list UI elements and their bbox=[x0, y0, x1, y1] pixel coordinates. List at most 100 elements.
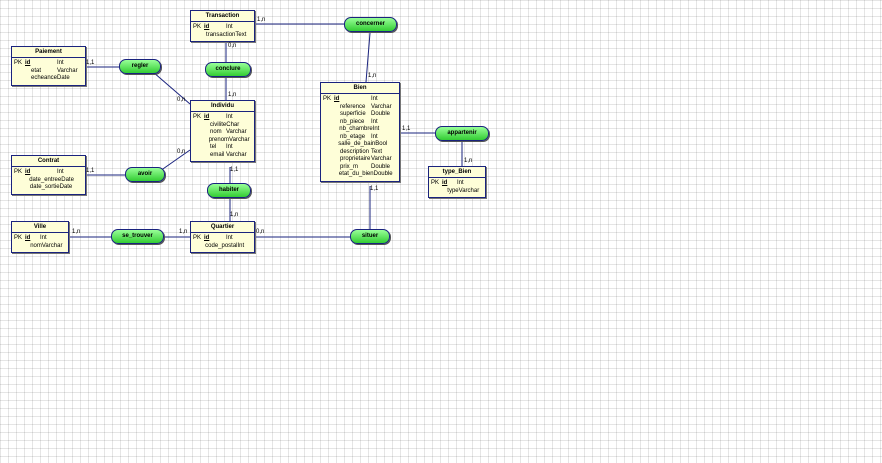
attribute-type: Double bbox=[371, 163, 391, 170]
attribute-type: Varchar bbox=[226, 151, 247, 158]
cardinality-label: 1,n bbox=[228, 92, 237, 98]
attribute-type: Varchar bbox=[226, 129, 247, 135]
cardinality-label: 1,n bbox=[257, 17, 266, 23]
primary-key-marker bbox=[193, 152, 204, 160]
attribute-name: nb_piece bbox=[340, 118, 365, 125]
cardinality-label: 1,n bbox=[230, 212, 239, 218]
association-situer[interactable]: situer bbox=[350, 229, 390, 244]
primary-key-marker bbox=[193, 137, 203, 145]
attribute-name: type bbox=[447, 187, 459, 194]
attribute-name: prix_m bbox=[340, 163, 359, 170]
attribute-name: echeance bbox=[30, 75, 58, 81]
primary-key-marker bbox=[14, 177, 23, 185]
attribute-name: id bbox=[334, 96, 340, 102]
primary-key-marker bbox=[323, 134, 334, 142]
association-regler[interactable]: regler bbox=[119, 59, 161, 74]
attribute-type: Varchar bbox=[57, 67, 78, 74]
cardinality-label: 1,1 bbox=[86, 60, 95, 66]
primary-key-marker bbox=[193, 144, 204, 152]
attribute-type: Bool bbox=[375, 141, 388, 147]
attribute-name: email bbox=[210, 151, 225, 158]
entity-title: Paiement bbox=[12, 47, 85, 58]
attribute-type: Date bbox=[59, 184, 73, 190]
cardinality-label: 0,n bbox=[177, 97, 186, 103]
attribute-type: Date bbox=[57, 75, 70, 81]
attribute-row: etat Varchar bbox=[14, 68, 83, 76]
attribute-name: id bbox=[442, 180, 448, 186]
primary-key-marker: PK bbox=[431, 180, 440, 186]
cardinality-label: 1,n bbox=[72, 229, 81, 235]
attribute-name: nom bbox=[210, 129, 222, 135]
attribute-name: tel bbox=[210, 144, 217, 150]
primary-key-marker bbox=[323, 111, 334, 119]
entity-title: Individu bbox=[191, 101, 254, 112]
association-se-trouver[interactable]: se_trouver bbox=[111, 229, 164, 244]
primary-key-marker bbox=[14, 243, 24, 251]
primary-key-marker bbox=[14, 184, 24, 192]
attribute-name: prenom bbox=[208, 136, 230, 143]
primary-key-marker bbox=[193, 32, 200, 40]
attribute-name: salle_de_bain bbox=[338, 141, 376, 147]
primary-key-marker bbox=[193, 129, 204, 137]
association-conclure[interactable]: conclure bbox=[205, 62, 251, 77]
cardinality-label: 1,n bbox=[179, 229, 188, 235]
entity-title: Transaction bbox=[191, 11, 254, 22]
attribute-type: Int bbox=[57, 169, 64, 175]
attribute-type: Int bbox=[226, 24, 233, 30]
attribute-type: Date bbox=[61, 176, 74, 183]
attribute-type: Int bbox=[371, 133, 378, 140]
attribute-name: id bbox=[25, 169, 31, 175]
primary-key-marker: PK bbox=[323, 96, 332, 102]
primary-key-marker bbox=[431, 188, 441, 196]
attribute-name: date_entree bbox=[29, 176, 62, 183]
primary-key-marker: PK bbox=[14, 169, 23, 175]
association-habiter[interactable]: habiter bbox=[207, 183, 251, 198]
attribute-row: nom Varchar bbox=[193, 129, 252, 137]
primary-key-marker: PK bbox=[193, 114, 202, 120]
attribute-name: etat bbox=[31, 67, 42, 74]
attribute-type: Int bbox=[371, 96, 378, 102]
primary-key-marker bbox=[323, 156, 334, 164]
primary-key-marker bbox=[193, 122, 204, 130]
attribute-name: nom bbox=[30, 242, 42, 249]
association-appartenir[interactable]: appartenir bbox=[435, 126, 489, 141]
attribute-name: nb_etage bbox=[340, 133, 366, 140]
attribute-type: Int bbox=[57, 60, 64, 66]
link-concerner-bien bbox=[365, 32, 371, 83]
link-avoir-individu bbox=[159, 149, 191, 172]
association-avoir[interactable]: avoir bbox=[125, 167, 165, 182]
primary-key-marker bbox=[323, 164, 334, 172]
attribute-type: Int bbox=[457, 180, 464, 186]
primary-key-marker bbox=[323, 119, 334, 127]
primary-key-marker bbox=[323, 126, 333, 134]
attribute-name: id bbox=[204, 24, 210, 30]
attribute-type: Int bbox=[226, 235, 233, 241]
association-concerner[interactable]: concerner bbox=[344, 17, 397, 32]
attribute-type: Text bbox=[371, 148, 383, 155]
attribute-type: Varchar bbox=[229, 136, 250, 143]
attribute-name: etat_du_bien bbox=[338, 171, 374, 177]
primary-key-marker bbox=[323, 141, 332, 149]
